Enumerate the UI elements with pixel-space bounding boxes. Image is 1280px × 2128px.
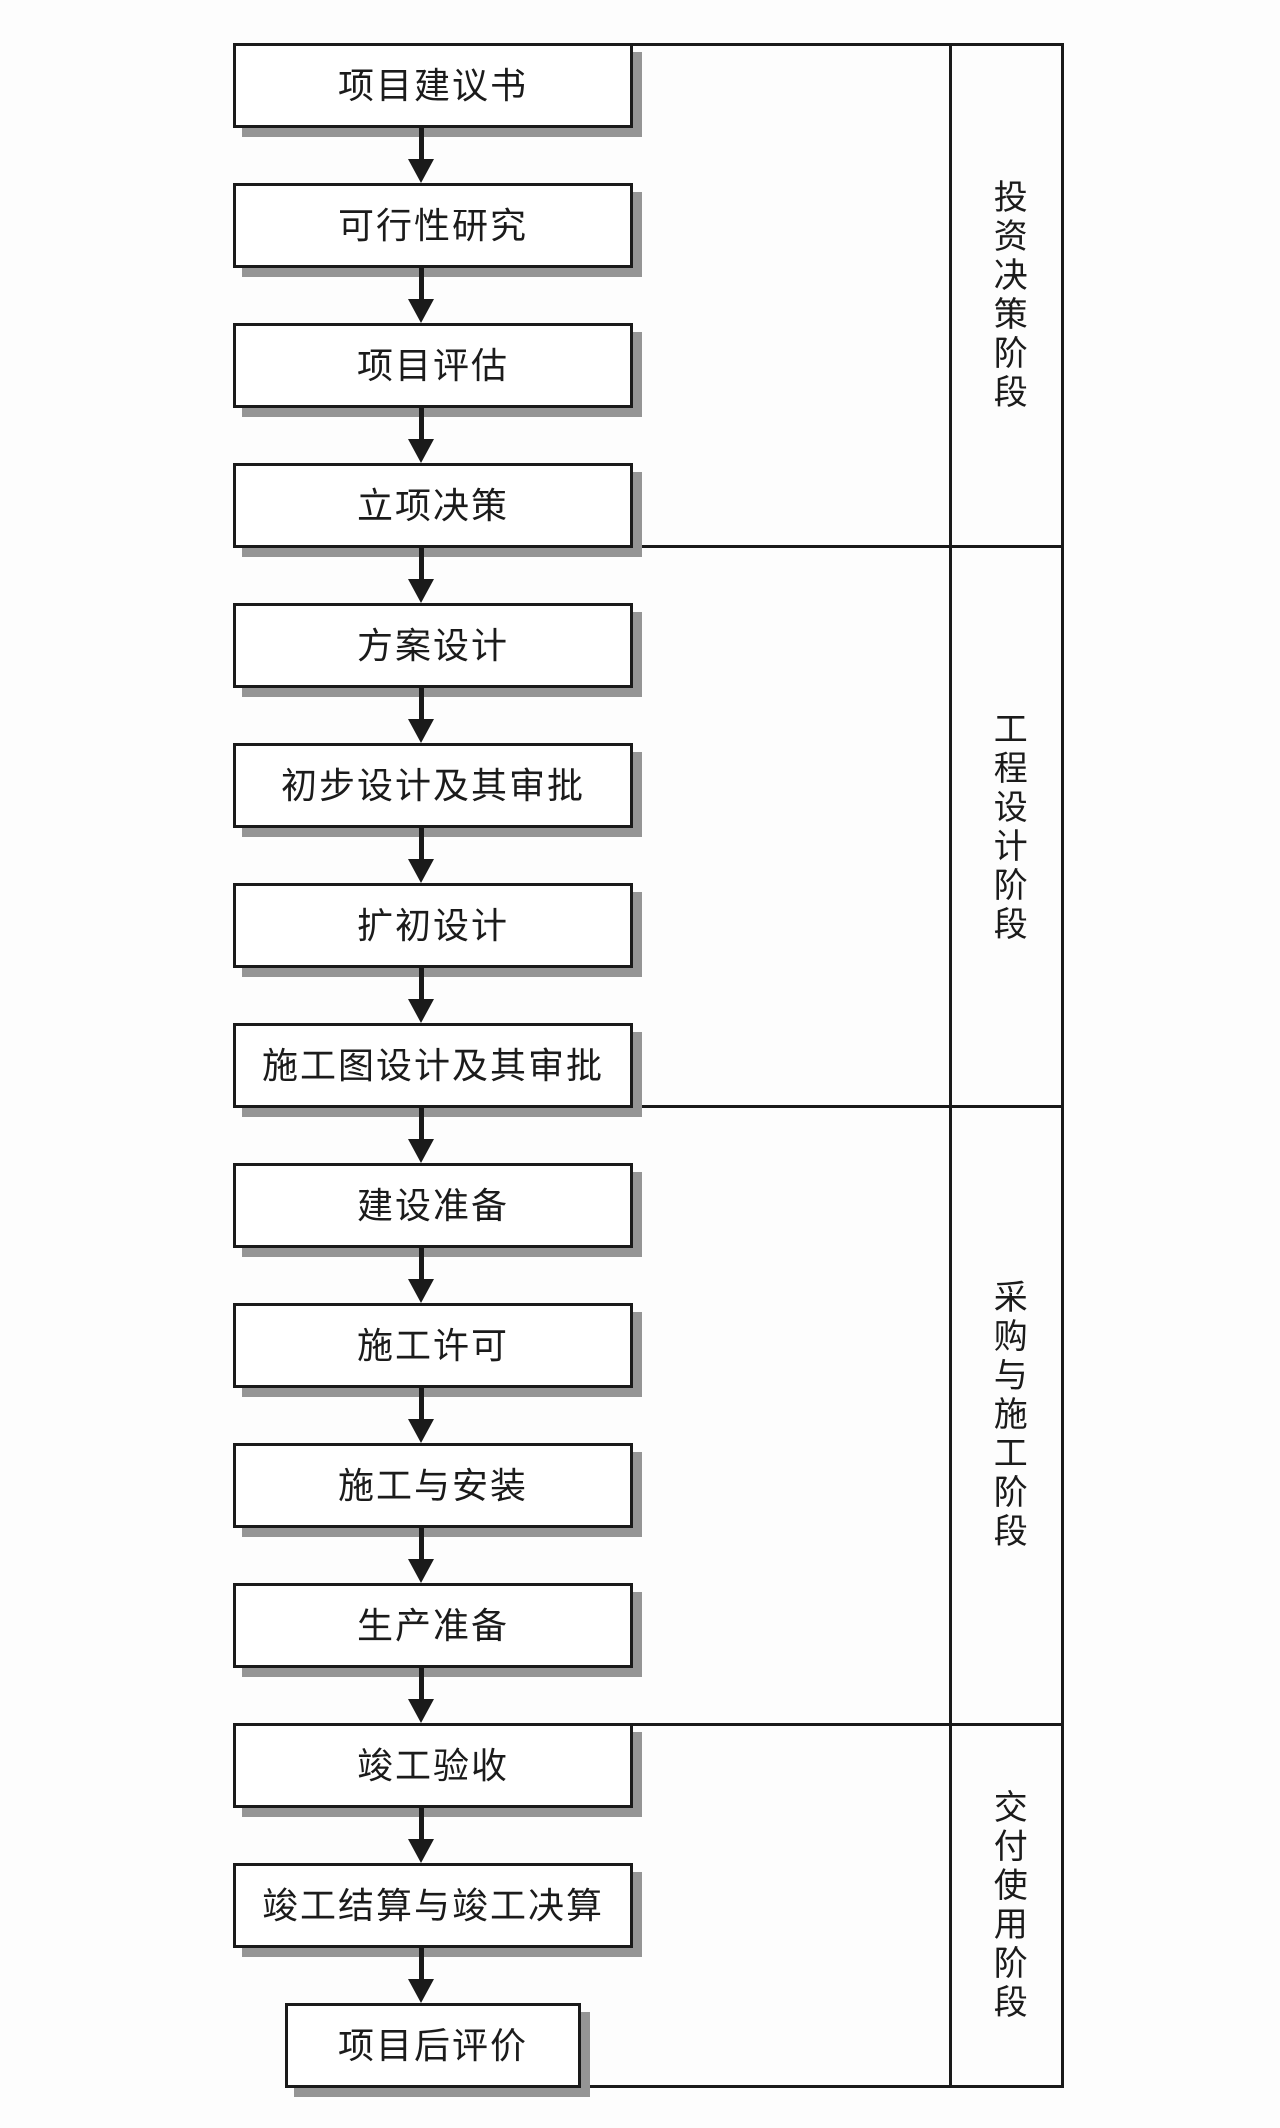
arrow-stem: [418, 406, 424, 439]
flow-step-label: 施工与安装: [337, 1465, 528, 1506]
down-arrow-icon: [408, 966, 434, 1023]
arrow-stem: [418, 126, 424, 159]
phase-label: 交付使用阶段: [988, 1788, 1026, 2023]
flow-step-11: 施工与安装: [233, 1443, 633, 1528]
phase-separator-line-1: [630, 545, 1064, 548]
flow-step-label: 施工许可: [356, 1325, 509, 1366]
down-arrow-icon: [408, 126, 434, 183]
flow-step-4: 立项决策: [233, 463, 633, 548]
top-boundary-line: [630, 43, 1064, 46]
flow-step-label: 方案设计: [356, 625, 509, 666]
phase-separator-line-2: [630, 1105, 1064, 1108]
down-arrow-icon: [408, 686, 434, 743]
arrow-stem: [418, 826, 424, 859]
flow-step-label: 施工图设计及其审批: [261, 1045, 604, 1086]
flow-step-8: 施工图设计及其审批: [233, 1023, 633, 1108]
arrow-head: [408, 1839, 434, 1863]
arrow-stem: [418, 1106, 424, 1139]
flow-step-2: 可行性研究: [233, 183, 633, 268]
flow-step-label: 项目建议书: [337, 65, 528, 106]
down-arrow-icon: [408, 1946, 434, 2003]
down-arrow-icon: [408, 406, 434, 463]
flow-step-label: 初步设计及其审批: [280, 765, 585, 806]
flow-step-label: 竣工结算与竣工决算: [261, 1885, 604, 1926]
flow-step-6: 初步设计及其审批: [233, 743, 633, 828]
phase-label: 投资决策阶段: [988, 178, 1026, 413]
arrow-head: [408, 1559, 434, 1583]
flow-step-13: 竣工验收: [233, 1723, 633, 1808]
arrow-head: [408, 159, 434, 183]
flow-step-label: 建设准备: [356, 1185, 509, 1226]
flow-step-10: 施工许可: [233, 1303, 633, 1388]
arrow-head: [408, 579, 434, 603]
arrow-head: [408, 439, 434, 463]
down-arrow-icon: [408, 826, 434, 883]
arrow-stem: [418, 266, 424, 299]
down-arrow-icon: [408, 1246, 434, 1303]
arrow-stem: [418, 1946, 424, 1979]
down-arrow-icon: [408, 1526, 434, 1583]
flow-step-label: 生产准备: [356, 1605, 509, 1646]
down-arrow-icon: [408, 1806, 434, 1863]
flow-step-label: 项目后评价: [337, 2025, 528, 2066]
phase-band-3: 采购与施工阶段: [952, 1111, 1061, 1720]
arrow-head: [408, 1279, 434, 1303]
arrow-stem: [418, 546, 424, 579]
phase-band-4: 交付使用阶段: [952, 1726, 1061, 2085]
arrow-head: [408, 1979, 434, 2003]
arrow-stem: [418, 686, 424, 719]
phase-band-2: 工程设计阶段: [952, 551, 1061, 1105]
arrow-stem: [418, 1526, 424, 1559]
flow-step-label: 项目评估: [356, 345, 509, 386]
phase-separator-line-3: [630, 1723, 1064, 1726]
arrow-stem: [418, 966, 424, 999]
down-arrow-icon: [408, 1106, 434, 1163]
flow-step-15: 项目后评价: [285, 2003, 581, 2088]
flow-step-label: 扩初设计: [356, 905, 509, 946]
arrow-head: [408, 999, 434, 1023]
phase-label: 采购与施工阶段: [988, 1279, 1026, 1552]
phase-column-right-line: [1061, 43, 1064, 2088]
flow-step-label: 可行性研究: [337, 205, 528, 246]
flow-step-9: 建设准备: [233, 1163, 633, 1248]
arrow-head: [408, 299, 434, 323]
arrow-head: [408, 1139, 434, 1163]
arrow-stem: [418, 1246, 424, 1279]
down-arrow-icon: [408, 266, 434, 323]
down-arrow-icon: [408, 1666, 434, 1723]
down-arrow-icon: [408, 1386, 434, 1443]
flow-step-7: 扩初设计: [233, 883, 633, 968]
arrow-head: [408, 1699, 434, 1723]
arrow-stem: [418, 1666, 424, 1699]
flow-step-12: 生产准备: [233, 1583, 633, 1668]
arrow-head: [408, 719, 434, 743]
phase-column-left-line: [949, 43, 952, 2088]
flow-step-label: 立项决策: [356, 485, 509, 526]
arrow-head: [408, 859, 434, 883]
arrow-stem: [418, 1386, 424, 1419]
flow-step-1: 项目建议书: [233, 43, 633, 128]
arrow-head: [408, 1419, 434, 1443]
flow-step-14: 竣工结算与竣工决算: [233, 1863, 633, 1948]
phase-label: 工程设计阶段: [988, 711, 1026, 945]
flow-step-label: 竣工验收: [356, 1745, 509, 1786]
bottom-boundary-line: [285, 2085, 1064, 2088]
phase-band-1: 投资决策阶段: [952, 46, 1061, 545]
flow-step-5: 方案设计: [233, 603, 633, 688]
arrow-stem: [418, 1806, 424, 1839]
down-arrow-icon: [408, 546, 434, 603]
flow-step-3: 项目评估: [233, 323, 633, 408]
